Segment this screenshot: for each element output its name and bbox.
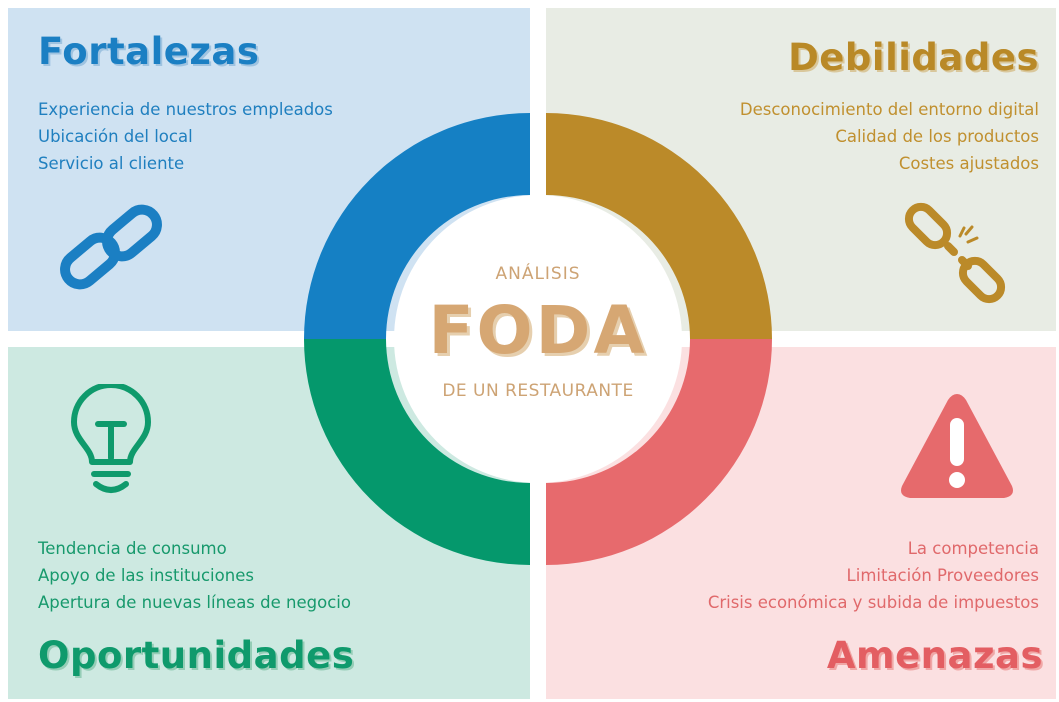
broken-chain-icon — [904, 202, 1006, 304]
warning-icon — [901, 394, 1013, 498]
list-fortalezas: Experiencia de nuestros empleados Ubicac… — [38, 96, 333, 177]
ring-segment-amenazas — [546, 339, 772, 565]
center-top-label: ANÁLISIS — [495, 264, 581, 284]
list-amenazas: La competencia Limitación Proveedores Cr… — [708, 535, 1039, 616]
list-item: Apertura de nuevas líneas de negocio — [38, 593, 351, 612]
ring-segment-fortalezas — [304, 113, 530, 339]
list-item: Limitación Proveedores — [846, 566, 1039, 585]
list-debilidades: Desconocimiento del entorno digital Cali… — [740, 96, 1039, 177]
center-circle — [394, 195, 682, 483]
chain-link-icon — [60, 204, 162, 290]
list-item: Costes ajustados — [898, 154, 1039, 173]
list-item: Desconocimiento del entorno digital — [739, 100, 1039, 119]
list-item: Crisis económica y subida de impuestos — [707, 593, 1039, 612]
list-item: Tendencia de consumo — [38, 539, 227, 558]
heading-debilidades: Debilidades — [788, 36, 1039, 79]
heading-oportunidades: Oportunidades — [38, 634, 355, 677]
center-subtitle: DE UN RESTAURANTE — [442, 381, 634, 401]
list-item: Apoyo de las instituciones — [38, 566, 254, 585]
ring-segment-debilidades — [546, 113, 772, 339]
center-title: FODA — [428, 292, 648, 369]
list-item: Experiencia de nuestros empleados — [38, 100, 333, 119]
ring-segment-oportunidades — [304, 339, 530, 565]
list-item: Ubicación del local — [38, 127, 193, 146]
list-item: Calidad de los productos — [835, 127, 1039, 146]
heading-fortalezas: Fortalezas — [38, 30, 260, 73]
list-item: La competencia — [907, 539, 1039, 558]
list-oportunidades: Tendencia de consumo Apoyo de las instit… — [38, 535, 351, 616]
list-item: Servicio al cliente — [38, 154, 185, 173]
lightbulb-icon — [71, 384, 151, 493]
heading-amenazas: Amenazas — [826, 634, 1043, 677]
